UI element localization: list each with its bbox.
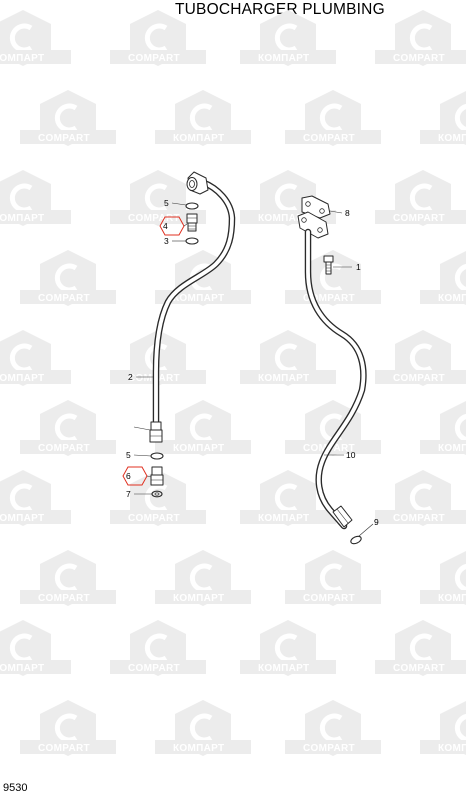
watermark-tile: КОМПАРТ xyxy=(420,90,466,146)
watermark-tile: КОМПАРТ xyxy=(420,700,466,756)
watermark-layer: КОМПАРТ COMPART КОМПАРТ COMPART COMPART КОМПА… xyxy=(0,10,466,756)
watermark-tile: КОМПАРТ xyxy=(420,550,466,606)
watermark-tile: COMPART xyxy=(375,330,466,386)
watermark-text: КОМПАРТ xyxy=(258,513,309,524)
watermark-tile: КОМПАРТ xyxy=(420,250,466,306)
callout-7: 7 xyxy=(126,489,131,499)
watermark-text: КОМПАРТ xyxy=(438,293,466,304)
watermark-text: КОМПАРТ xyxy=(0,373,44,384)
watermark-text: КОМПАРТ xyxy=(0,513,44,524)
callout-3: 3 xyxy=(164,236,169,246)
watermark-text: COMPART xyxy=(128,663,180,674)
watermark-tile: COMPART xyxy=(20,250,116,306)
watermark-text: КОМПАРТ xyxy=(258,663,309,674)
watermark-tile: COMPART xyxy=(20,700,116,756)
watermark-tile: COMPART xyxy=(110,620,206,676)
watermark-tile: КОМПАРТ xyxy=(240,330,336,386)
watermark-text: COMPART xyxy=(303,743,355,754)
watermark-tile: COMPART xyxy=(375,170,466,226)
watermark-tile: COMPART xyxy=(375,10,466,66)
watermark-text: КОМПАРТ xyxy=(173,443,224,454)
watermark-text: COMPART xyxy=(393,663,445,674)
watermark-text: COMPART xyxy=(128,53,180,64)
watermark-text: КОМПАРТ xyxy=(258,53,309,64)
watermark-text: COMPART xyxy=(393,513,445,524)
callout-4: 4 xyxy=(163,221,168,231)
watermark-tile: COMPART xyxy=(20,400,116,456)
watermark-tile: COMPART xyxy=(20,550,116,606)
watermark-text: КОМПАРТ xyxy=(258,213,309,224)
oil-feed-pipe-assembly xyxy=(149,171,236,498)
watermark-tile: COMPART xyxy=(110,470,206,526)
watermark-text: КОМПАРТ xyxy=(173,743,224,754)
watermark-tile: КОМПАРТ xyxy=(240,470,336,526)
watermark-tile: COMPART xyxy=(375,620,466,676)
watermark-text: COMPART xyxy=(38,593,90,604)
watermark-tile: COMPART xyxy=(110,170,206,226)
watermark-text: КОМПАРТ xyxy=(173,293,224,304)
watermark-text: КОМПАРТ xyxy=(173,593,224,604)
watermark-text: COMPART xyxy=(38,443,90,454)
callout-5-top: 5 xyxy=(164,198,169,208)
watermark-text: КОМПАРТ xyxy=(258,373,309,384)
watermark-tile: COMPART xyxy=(110,10,206,66)
callout-1: 1 xyxy=(356,262,361,272)
watermark-text: КОМПАРТ xyxy=(438,593,466,604)
watermark-text: КОМПАРТ xyxy=(0,53,44,64)
watermark-text: КОМПАРТ xyxy=(438,743,466,754)
watermark-tile: COMPART xyxy=(285,700,381,756)
watermark-text: КОМПАРТ xyxy=(438,133,466,144)
watermark-text: COMPART xyxy=(393,373,445,384)
watermark-tile: COMPART xyxy=(285,550,381,606)
watermark-tile: КОМПАРТ xyxy=(420,400,466,456)
callout-5-bottom: 5 xyxy=(126,450,131,460)
page-id: 9530 xyxy=(3,782,28,794)
watermark-tile: COMPART xyxy=(285,90,381,146)
watermark-text: COMPART xyxy=(128,513,180,524)
watermark-text: COMPART xyxy=(303,593,355,604)
watermark-tile: КОМПАРТ xyxy=(155,550,251,606)
watermark-text: COMPART xyxy=(303,293,355,304)
watermark-text: COMPART xyxy=(38,293,90,304)
oil-return-pipe-assembly xyxy=(297,195,367,545)
watermark-tile: COMPART xyxy=(20,90,116,146)
watermark-text: COMPART xyxy=(128,213,180,224)
watermark-tile: КОМПАРТ xyxy=(0,620,71,676)
watermark-tile: КОМПАРТ xyxy=(155,90,251,146)
watermark-text: КОМПАРТ xyxy=(438,443,466,454)
watermark-text: COMPART xyxy=(38,133,90,144)
callout-8: 8 xyxy=(345,208,350,218)
watermark-tile: КОМПАРТ xyxy=(155,400,251,456)
watermark-text: COMPART xyxy=(38,743,90,754)
leader-lines xyxy=(133,202,374,537)
watermark-text: COMPART xyxy=(393,53,445,64)
watermark-text: COMPART xyxy=(303,133,355,144)
watermark-text: КОМПАРТ xyxy=(0,213,44,224)
watermark-tile: COMPART xyxy=(375,470,466,526)
watermark-tile: КОМПАРТ xyxy=(0,170,71,226)
watermark-text: КОМПАРТ xyxy=(0,663,44,674)
callout-9: 9 xyxy=(374,517,379,527)
watermark-tile: КОМПАРТ xyxy=(240,10,336,66)
watermark-tile: КОМПАРТ xyxy=(0,330,71,386)
watermark-tile: КОМПАРТ xyxy=(0,470,71,526)
watermark-tile: КОМПАРТ xyxy=(240,620,336,676)
diagram-title: TUBOCHARGER PLUMBING xyxy=(175,1,385,18)
watermark-text: COMPART xyxy=(393,213,445,224)
watermark-tile: КОМПАРТ xyxy=(155,700,251,756)
watermark-tile: КОМПАРТ xyxy=(0,10,71,66)
callout-10: 10 xyxy=(346,450,356,460)
callout-6: 6 xyxy=(126,471,131,481)
callout-2: 2 xyxy=(128,372,133,382)
watermark-text: КОМПАРТ xyxy=(173,133,224,144)
